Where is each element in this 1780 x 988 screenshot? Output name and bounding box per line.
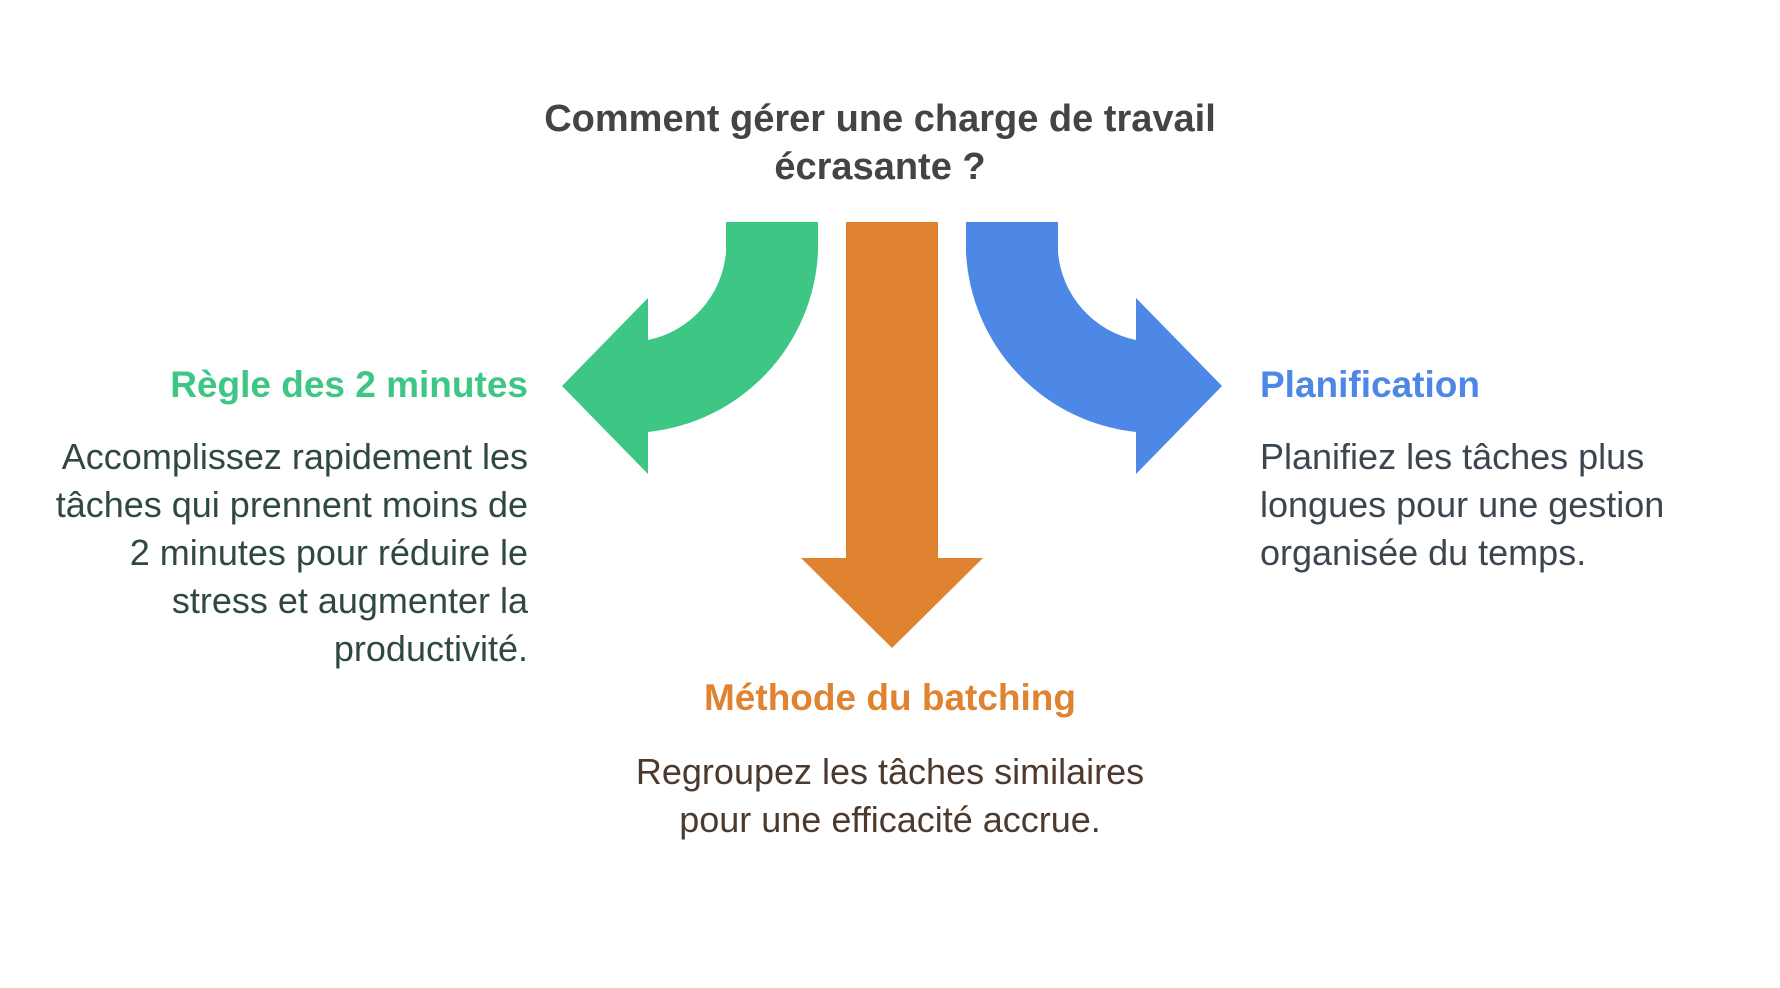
branch-description-two-minute-rule: Accomplissez rapidement les tâches qui p… <box>55 436 528 669</box>
branch-heading-two-minute-rule: Règle des 2 minutes <box>170 364 528 405</box>
branch-heading-planning: Planification <box>1260 364 1480 405</box>
branch-heading-batching: Méthode du batching <box>703 677 1077 718</box>
orange-down-arrow <box>801 222 983 648</box>
branch-description-batching: Regroupez les tâches similaires pour une… <box>635 751 1145 840</box>
diagram-title: Comment gérer une charge de travail écra… <box>544 98 1216 188</box>
branch-description-planning: Planifiez les tâches plus longues pour u… <box>1260 436 1665 573</box>
green-left-arrow <box>562 222 818 474</box>
blue-right-arrow <box>966 222 1222 474</box>
